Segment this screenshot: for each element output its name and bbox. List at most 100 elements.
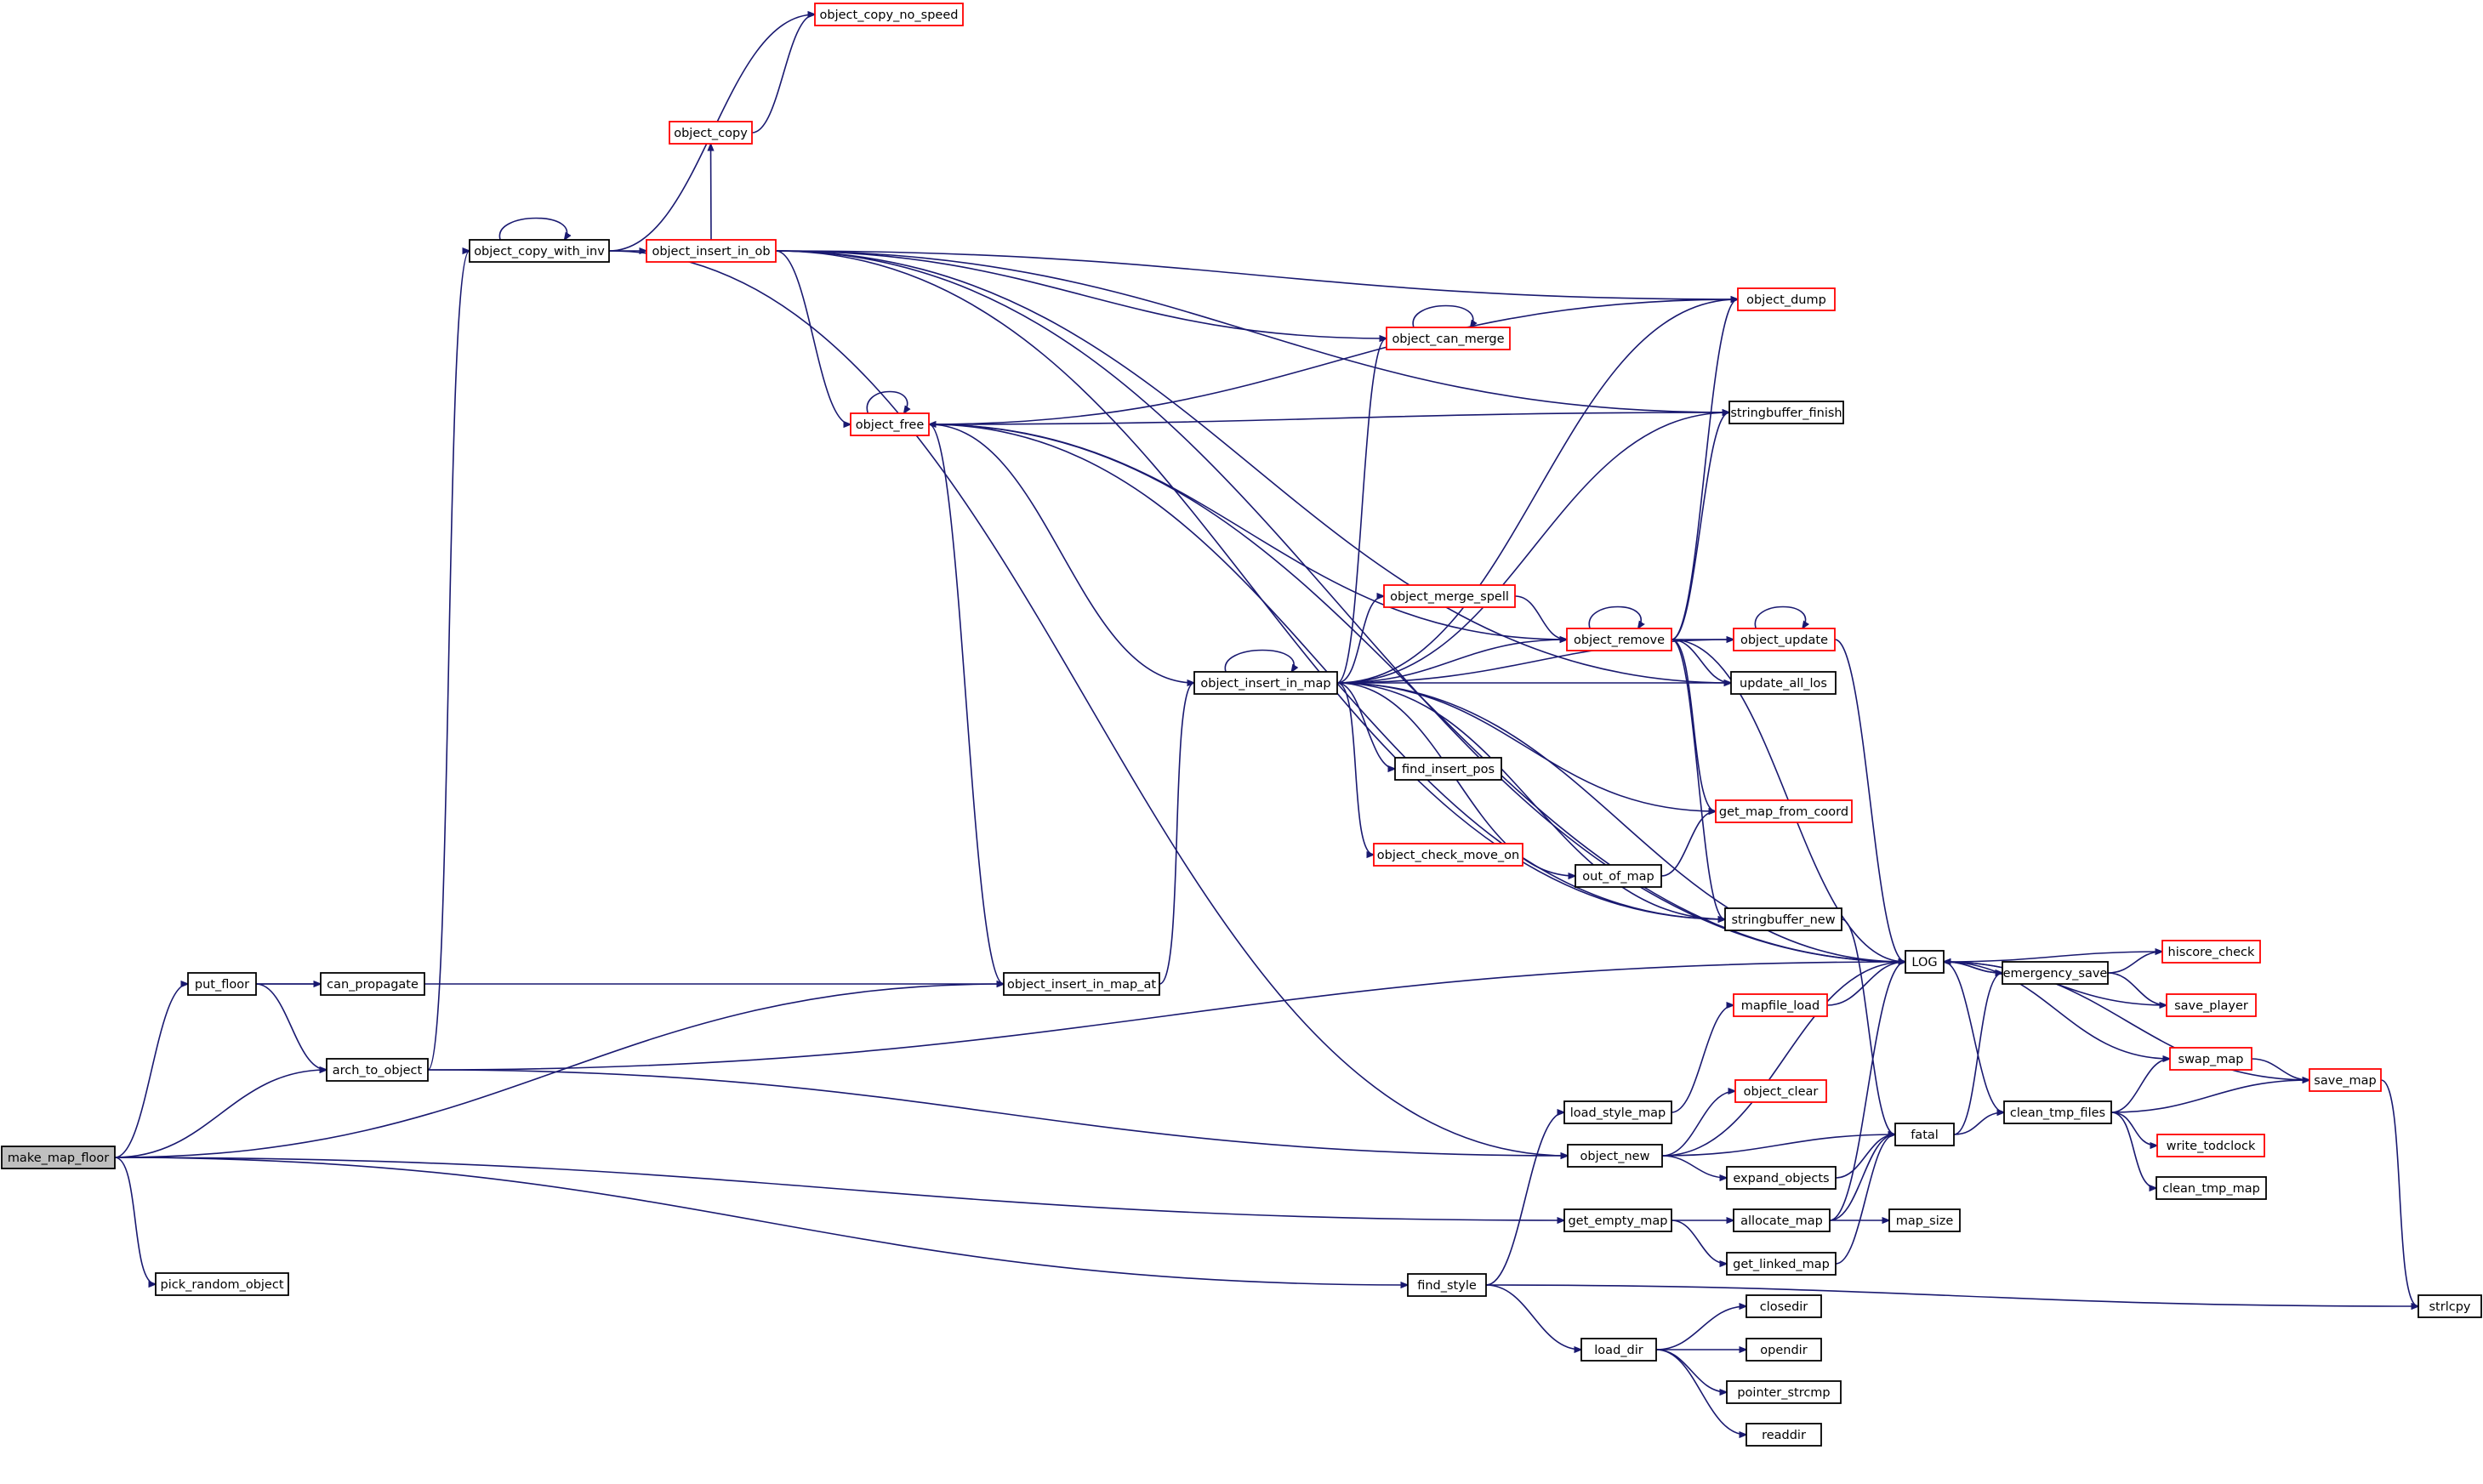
node-arch-to-object[interactable]: arch_to_object — [326, 1058, 429, 1082]
node-clean-tmp-files[interactable]: clean_tmp_files — [2003, 1100, 2112, 1124]
node-label: object_free — [856, 418, 925, 432]
node-box — [469, 239, 610, 263]
node-object-dump[interactable]: object_dump — [1737, 287, 1836, 311]
node-mapfile-load[interactable]: mapfile_load — [1733, 993, 1828, 1017]
node-object-copy[interactable]: object_copy — [669, 121, 753, 145]
edge-object_free-to-object_free — [866, 390, 907, 414]
edge-path — [1671, 1005, 1734, 1113]
edge-path — [114, 1157, 1564, 1220]
edge-clean_tmp_files-to-clean_tmp_map — [2110, 1112, 2156, 1188]
node-closedir[interactable]: closedir — [1746, 1294, 1822, 1318]
node-pointer-strcmp[interactable]: pointer_strcmp — [1726, 1380, 1842, 1404]
node-get-linked-map[interactable]: get_linked_map — [1726, 1252, 1837, 1276]
node-object-merge-spell[interactable]: object_merge_spell — [1383, 584, 1516, 608]
edge-path — [929, 424, 1195, 684]
node-out-of-map[interactable]: out_of_map — [1575, 864, 1662, 888]
node-swap-map[interactable]: swap_map — [2169, 1047, 2252, 1071]
node-load-style-map[interactable]: load_style_map — [1563, 1100, 1672, 1124]
node-get-map-from-coord[interactable]: get_map_from_coord — [1715, 799, 1853, 823]
node-get-empty-map[interactable]: get_empty_map — [1563, 1208, 1672, 1232]
edge-clean_tmp_files-to-swap_map — [2110, 1059, 2170, 1113]
node-box — [1386, 327, 1511, 350]
node-object-insert-in-map[interactable]: object_insert_in_map — [1193, 671, 1338, 695]
edge-path — [928, 412, 1729, 425]
node-box — [1580, 1338, 1657, 1362]
node-stringbuffer-new[interactable]: stringbuffer_new — [1724, 907, 1842, 931]
node-opendir[interactable]: opendir — [1746, 1338, 1822, 1362]
edge-path — [1671, 412, 1729, 640]
edge-path — [1336, 682, 1395, 769]
node-map-size[interactable]: map_size — [1888, 1208, 1961, 1232]
node-label: arch_to_object — [333, 1064, 423, 1077]
node-label: emergency_save — [2003, 967, 2108, 981]
node-can-propagate[interactable]: can_propagate — [320, 972, 425, 996]
edge-path — [1953, 973, 2002, 1135]
edge-object_insert_in_ob-to-object_free — [775, 250, 851, 424]
node-object-can-merge[interactable]: object_can_merge — [1386, 327, 1511, 350]
edge-path — [114, 984, 188, 1158]
node-load-dir[interactable]: load_dir — [1580, 1338, 1657, 1362]
node-box — [1394, 757, 1502, 781]
node-box — [2309, 1068, 2382, 1092]
edge-object_insert_in_map-to-object_check_move_on — [1336, 682, 1374, 855]
node-pick-random-object[interactable]: pick_random_object — [155, 1272, 289, 1296]
edge-swap_map-to-LOG — [1944, 962, 2171, 1060]
edge-path — [1336, 338, 1387, 684]
edge-object_new-to-LOG — [1661, 962, 1905, 1157]
node-object-remove[interactable]: object_remove — [1566, 628, 1672, 651]
edge-object_new-to-expand_objects — [1661, 1155, 1727, 1178]
edge-object_insert_in_map-to-stringbuffer_finish — [1336, 412, 1729, 684]
edges-layer — [114, 14, 2418, 1435]
edge-path — [1336, 682, 1725, 919]
edge-clean_tmp_files-to-write_todclock — [2110, 1112, 2157, 1146]
node-object-clear[interactable]: object_clear — [1734, 1079, 1827, 1103]
edge-path — [1514, 595, 1567, 640]
edge-object_new-to-fatal — [1661, 1134, 1895, 1157]
node-object-insert-in-ob[interactable]: object_insert_in_ob — [646, 239, 777, 263]
node-save-player[interactable]: save_player — [2166, 993, 2257, 1017]
edge-path — [1671, 639, 1716, 811]
node-LOG[interactable]: LOG — [1905, 950, 1945, 974]
edge-path — [775, 250, 1729, 412]
edge-allocate_map-to-fatal — [1829, 1134, 1895, 1221]
node-write-todclock[interactable]: write_todclock — [2156, 1134, 2265, 1157]
node-emergency-save[interactable]: emergency_save — [2002, 961, 2109, 985]
node-object-copy-with-inv[interactable]: object_copy_with_inv — [469, 239, 610, 263]
node-object-update[interactable]: object_update — [1733, 628, 1836, 651]
edge-path — [928, 424, 1567, 640]
node-object-insert-in-map-at[interactable]: object_insert_in_map_at — [1003, 972, 1160, 996]
node-hiscore-check[interactable]: hiscore_check — [2161, 940, 2261, 964]
edge-path — [775, 250, 1387, 338]
node-stringbuffer-finish[interactable]: stringbuffer_finish — [1728, 401, 1844, 424]
edge-object_insert_in_map_at-to-object_insert_in_map — [1159, 683, 1194, 985]
edge-path — [1412, 304, 1473, 328]
node-make-map-floor[interactable]: make_map_floor — [1, 1146, 116, 1169]
node-save-map[interactable]: save_map — [2309, 1068, 2382, 1092]
node-readdir[interactable]: readdir — [1746, 1423, 1822, 1447]
node-allocate-map[interactable]: allocate_map — [1733, 1208, 1831, 1232]
node-object-free[interactable]: object_free — [850, 412, 930, 436]
node-strlcpy[interactable]: strlcpy — [2418, 1294, 2482, 1318]
edge-path — [1159, 683, 1194, 985]
edge-save_map-to-strlcpy — [2380, 1079, 2418, 1306]
node-object-new[interactable]: object_new — [1567, 1144, 1663, 1168]
node-label: object_check_move_on — [1377, 849, 1519, 862]
node-label: stringbuffer_finish — [1730, 407, 1842, 420]
edge-path — [1671, 1220, 1727, 1264]
node-find-style[interactable]: find_style — [1407, 1273, 1487, 1297]
node-object-copy-no-speed[interactable]: object_copy_no_speed — [814, 3, 964, 26]
node-clean-tmp-map[interactable]: clean_tmp_map — [2156, 1176, 2267, 1200]
edge-path — [775, 250, 1738, 299]
edge-path — [1661, 1091, 1735, 1157]
node-object-check-move-on[interactable]: object_check_move_on — [1373, 843, 1523, 867]
node-expand-objects[interactable]: expand_objects — [1726, 1166, 1837, 1190]
node-fatal[interactable]: fatal — [1894, 1123, 1955, 1146]
edge-object_free-to-object_dump — [928, 299, 1738, 425]
node-find-insert-pos[interactable]: find_insert_pos — [1394, 757, 1502, 781]
node-label: object_remove — [1574, 634, 1665, 647]
node-put-floor[interactable]: put_floor — [187, 972, 257, 996]
node-label: LOG — [1911, 956, 1937, 969]
node-box — [326, 1058, 429, 1082]
node-label: save_map — [2314, 1074, 2376, 1088]
node-update-all-los[interactable]: update_all_los — [1730, 671, 1837, 695]
